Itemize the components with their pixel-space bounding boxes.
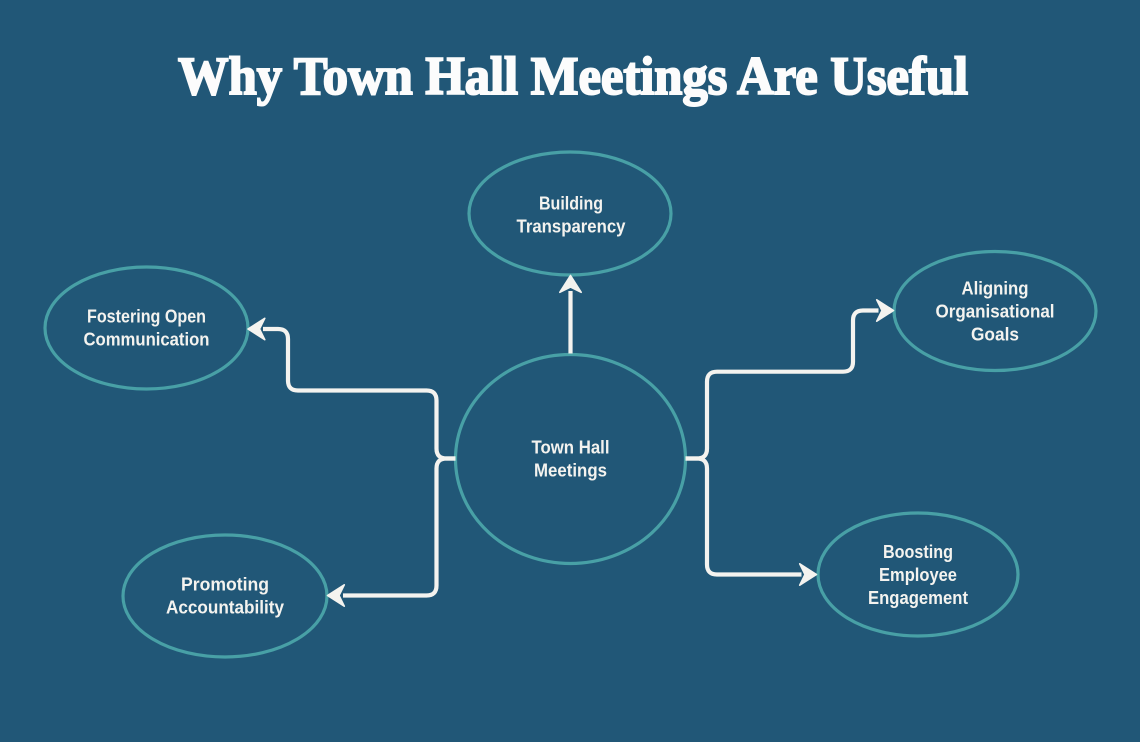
svg-text:Why Town Hall Meetings Are Use: Why Town Hall Meetings Are Useful — [178, 46, 968, 106]
svg-text:Accountability: Accountability — [166, 598, 284, 618]
svg-text:Promoting: Promoting — [181, 575, 269, 595]
svg-text:Building: Building — [539, 194, 603, 214]
svg-text:Organisational: Organisational — [936, 302, 1055, 322]
svg-text:Communication: Communication — [84, 330, 210, 350]
svg-text:Employee: Employee — [879, 565, 957, 585]
svg-text:Engagement: Engagement — [868, 588, 968, 608]
svg-text:Transparency: Transparency — [517, 217, 626, 237]
svg-text:Meetings: Meetings — [534, 461, 607, 481]
svg-text:Fostering Open: Fostering Open — [87, 307, 206, 327]
svg-text:Boosting: Boosting — [883, 542, 953, 562]
svg-text:Town Hall: Town Hall — [532, 438, 610, 458]
svg-text:Goals: Goals — [971, 325, 1019, 345]
svg-text:Aligning: Aligning — [962, 279, 1029, 299]
